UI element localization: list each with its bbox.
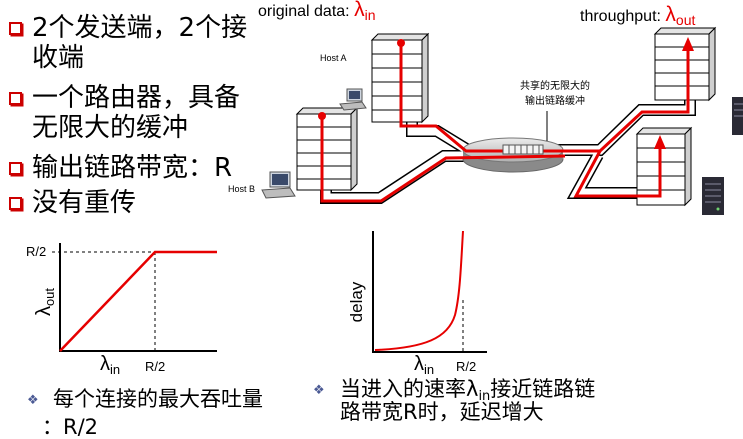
note-text-segment: 当进入的速率 <box>340 377 466 401</box>
note-text-line: 每个连接的最大吞吐量 <box>53 387 263 411</box>
original-data-label: original data: λin <box>258 0 375 23</box>
note-text-segment: 接近链路链 <box>490 377 596 401</box>
throughput-text: throughput: <box>580 8 661 25</box>
note-text-line: 路带宽R时，延迟增大 <box>340 400 544 424</box>
lambda-subscript: out <box>42 287 57 307</box>
x-tick-label: R/2 <box>456 359 477 374</box>
x-axis-label: λin <box>414 352 434 378</box>
y-axis-label: delay <box>347 281 366 323</box>
hollow-square-bullet-icon <box>9 162 22 175</box>
original-data-text: original data: <box>258 3 350 20</box>
lambda-subscript: in <box>364 7 376 23</box>
host-stack-icon <box>370 32 430 124</box>
arrowhead-up-icon <box>654 135 666 149</box>
lambda-symbol: λ <box>33 306 55 317</box>
host-stack-icon <box>295 106 359 192</box>
lambda-subscript: out <box>675 12 696 28</box>
y-axis-label: λout <box>31 277 57 327</box>
note-text-line: ：R/2 <box>42 415 99 439</box>
lambda-symbol: λ <box>414 353 424 375</box>
diamond-bullet-icon <box>313 383 325 399</box>
arrowhead-up-icon <box>682 37 694 51</box>
host-stack-icon <box>635 126 693 207</box>
delay-curve <box>374 230 464 351</box>
lambda-symbol: λ <box>100 353 110 375</box>
throughput-plot-axes <box>59 243 217 352</box>
y-tick-label: R/2 <box>26 244 47 259</box>
delay-plot <box>372 230 487 353</box>
hollow-square-bullet-icon <box>9 22 22 35</box>
flow-to-receiver-bottom <box>573 148 662 198</box>
diamond-bullet-icon <box>27 393 39 409</box>
laptop-icon <box>339 88 367 111</box>
bullet-text-line: 一个路由器，具备 <box>32 83 241 113</box>
lambda-symbol: λ <box>665 3 676 26</box>
server-tower-icon <box>702 177 724 215</box>
bullet-text-line: 无限大的缓冲 <box>32 113 189 143</box>
bullet-text-line: 输出链路带宽：R <box>32 153 233 183</box>
hollow-square-bullet-icon <box>9 197 22 210</box>
delay-plot-axes <box>372 231 487 353</box>
lambda-symbol: λ <box>354 0 365 21</box>
buffer-note: 共享的无限大的 输出链路缓冲 <box>505 79 605 109</box>
bullet-item: 没有重传 <box>8 188 136 218</box>
host-b-label: Host B <box>228 184 256 194</box>
throughput-curve <box>59 250 217 352</box>
server-tower-icon <box>732 97 743 135</box>
x-tick-label: R/2 <box>145 359 166 374</box>
bullet-text-line: 没有重传 <box>32 188 137 218</box>
lambda-subscript: in <box>110 362 121 377</box>
hollow-square-bullet-icon <box>9 92 22 105</box>
lambda-subscript: in <box>424 362 435 377</box>
bullet-text-line: 2个发送端，2个接 <box>32 13 248 43</box>
buffer-note-line: 输出链路缓冲 <box>525 96 585 107</box>
throughput-label: throughput: λout <box>580 4 695 28</box>
host-a-label: Host A <box>320 53 347 63</box>
bullet-item: 一个路由器，具备 无限大的缓冲 <box>8 83 240 143</box>
flow-source-dot <box>397 39 405 47</box>
bullet-item: 2个发送端，2个接 收端 <box>8 13 247 73</box>
link-host-b-channel <box>321 151 482 203</box>
bullet-item: 输出链路带宽：R <box>8 153 232 183</box>
note-text-line: 当进入的速率λin接近链路链 <box>340 377 596 404</box>
bullet-text-line: 收端 <box>32 43 85 73</box>
flow-from-host-b <box>320 116 566 203</box>
flow-to-receiver-top <box>565 50 690 153</box>
lambda-symbol: λ <box>466 377 479 401</box>
buffer-note-line: 共享的无限大的 <box>520 81 590 92</box>
lambda-subscript: in <box>478 389 491 404</box>
laptop-icon <box>261 171 296 199</box>
throughput-plot <box>52 243 217 352</box>
buffer-queue-icon <box>502 144 544 155</box>
x-axis-label: λin <box>100 352 120 378</box>
flow-source-dot <box>318 112 326 120</box>
host-stack-icon <box>653 26 717 102</box>
